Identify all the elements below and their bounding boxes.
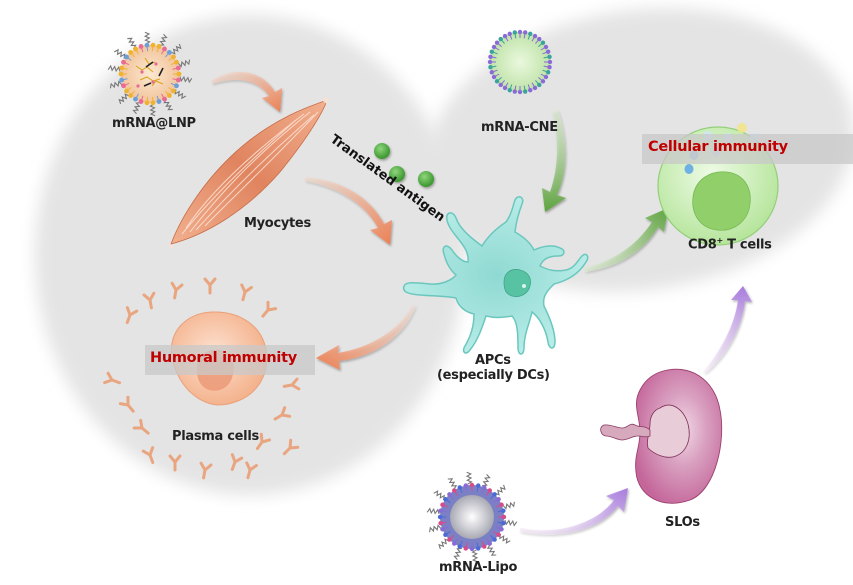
antigen-dot [374, 143, 390, 159]
apc-label-line2: (especially DCs) [437, 368, 550, 383]
cellular-immunity-label: Cellular immunity [648, 139, 788, 155]
translated-antigen-particles [374, 143, 434, 187]
arrow-cne-to-apc [542, 110, 566, 212]
humoral-immunity-label: Humoral immunity [150, 350, 297, 366]
myocytes-label: Myocytes [244, 216, 311, 231]
cne-label: mRNA-CNE [481, 120, 558, 135]
arrow-slo-to-tcell [703, 286, 752, 373]
slo-lymphoid-organ-icon [600, 368, 723, 504]
plasma-cells-label: Plasma cells [172, 429, 259, 444]
apc-label-line1: APCs [475, 353, 511, 368]
background-lobe-left [35, 15, 465, 495]
myocyte-muscle-icon [168, 97, 330, 249]
lnp-label: mRNA@LNP [112, 116, 196, 131]
arrow-lnp-to-myocytes [212, 71, 282, 112]
lnp-nanoparticle-icon [107, 31, 193, 117]
arrow-myocytes-to-apc [305, 177, 392, 245]
lipo-label: mRNA-Lipo [439, 560, 518, 575]
slo-label: SLOs [665, 515, 700, 530]
arrow-apc-to-tcell [585, 208, 668, 272]
lipo-liposome-icon [426, 471, 518, 563]
humoral-immunity-band [145, 345, 315, 375]
cellular-immunity-band [642, 134, 853, 164]
antigen-dot [418, 171, 434, 187]
arrow-apc-to-plasma [316, 305, 416, 370]
apc-dendritic-cell-icon [402, 196, 589, 355]
tcell-label-rest: T cells [722, 237, 772, 253]
antigen-dot [389, 166, 405, 182]
tcell-label-sup: + [716, 236, 723, 245]
tcell-label: CD8+ T cells [688, 236, 772, 252]
tcell-label-main: CD8 [688, 237, 717, 253]
arrow-lipo-to-slo [520, 488, 628, 535]
cne-nanoemulsion-icon [487, 29, 553, 95]
